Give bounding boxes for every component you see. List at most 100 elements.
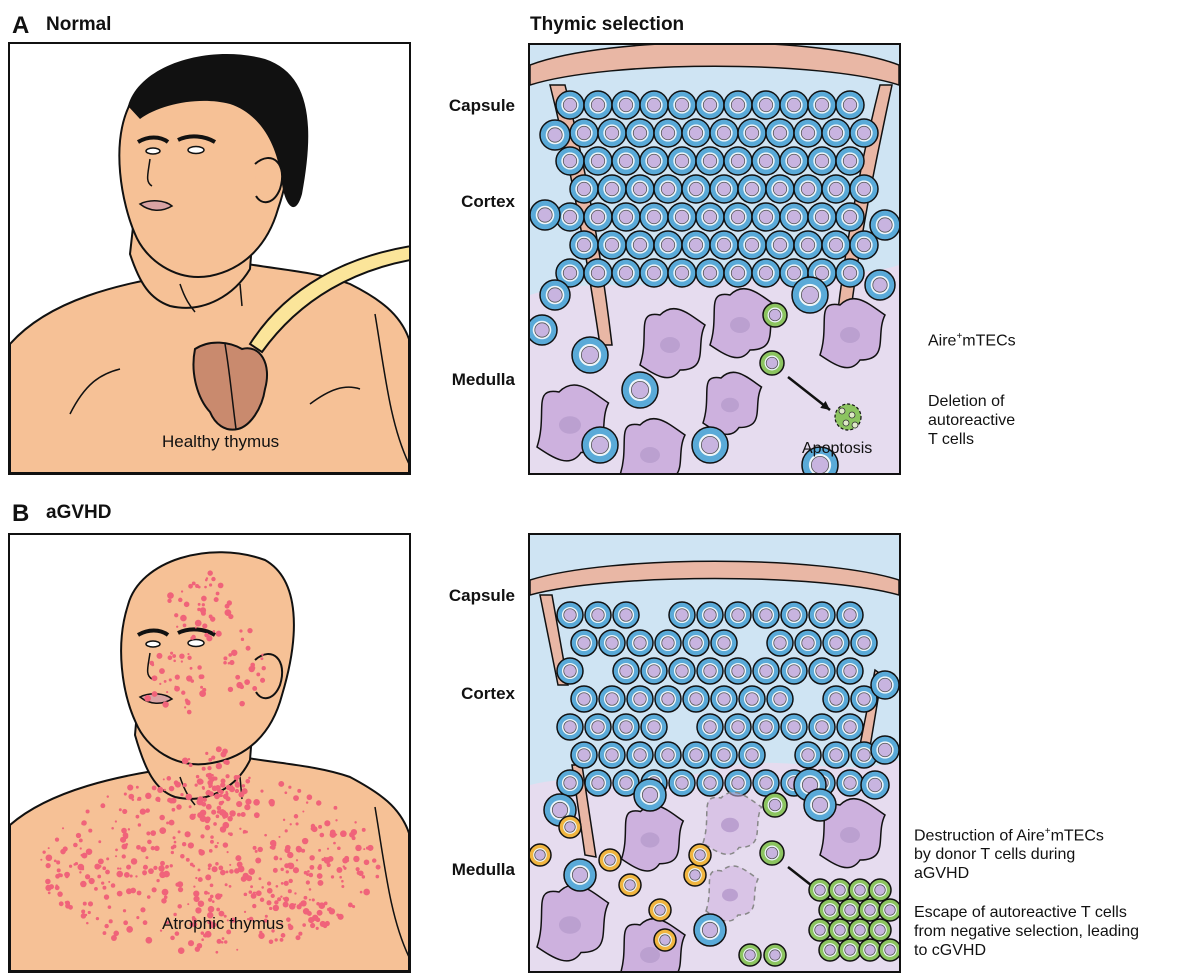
rash-spot [190, 667, 193, 670]
t-cell [836, 203, 864, 231]
rash-spot [219, 801, 223, 805]
rash-spot [146, 831, 150, 835]
rash-spot [100, 803, 105, 808]
rash-spot [280, 868, 283, 871]
t-cell [697, 658, 723, 684]
rash-spot [280, 896, 282, 898]
rash-spot [279, 858, 282, 861]
t-cell [612, 259, 640, 287]
t-cell [571, 742, 597, 768]
deletion-line-1: Deletion of [928, 392, 1015, 411]
rash-spot [306, 873, 309, 876]
t-cell [530, 315, 557, 345]
rash-spot [145, 937, 152, 944]
rash-spot [148, 868, 154, 874]
t-cell [570, 231, 598, 259]
rash-spot [227, 610, 231, 614]
rash-spot [128, 828, 130, 830]
rash-spot [143, 920, 148, 925]
rash-spot [216, 631, 222, 637]
t-cell [626, 231, 654, 259]
rash-spot [206, 577, 208, 579]
rash-spot [354, 821, 356, 823]
t-cell [752, 259, 780, 287]
rash-spot [187, 903, 189, 905]
rash-spot [355, 845, 361, 851]
rash-spot [135, 875, 137, 877]
t-cell [599, 686, 625, 712]
rash-spot [171, 851, 174, 854]
rash-spot [302, 923, 306, 927]
rash-spot [123, 909, 126, 912]
aire-text: Aire [928, 332, 956, 349]
rash-spot [115, 820, 117, 822]
rash-spot [298, 932, 302, 936]
rash-spot [113, 931, 119, 937]
rash-spot [204, 891, 208, 895]
t-cell [710, 119, 738, 147]
t-cell [626, 119, 654, 147]
autoreactive-t-cell [819, 899, 841, 921]
rash-spot [255, 850, 258, 853]
rash-spot [304, 896, 308, 900]
t-cell [584, 259, 612, 287]
rash-spot [231, 650, 237, 656]
rash-spot [274, 856, 279, 861]
rash-spot [241, 812, 246, 817]
rash-spot [152, 887, 157, 892]
rash-spot [182, 842, 186, 846]
rash-spot [170, 936, 175, 941]
rash-spot [214, 597, 219, 602]
rash-spot [192, 865, 195, 868]
rash-spot [324, 820, 330, 826]
panel-a-letter: A [12, 12, 29, 40]
rash-spot [156, 653, 162, 659]
rash-spot [227, 816, 232, 821]
t-cell [808, 203, 836, 231]
t-cell [739, 686, 765, 712]
rash-spot [253, 799, 260, 806]
t-cell [697, 770, 723, 796]
rash-spot [294, 814, 298, 818]
rash-spot [147, 895, 151, 899]
autoreactive-t-cell [869, 919, 891, 941]
t-cell [752, 203, 780, 231]
rash-spot [245, 799, 251, 805]
t-cell [766, 231, 794, 259]
rash-spot [229, 660, 234, 665]
rash-spot [221, 779, 226, 784]
rash-spot [256, 890, 262, 896]
rash-spot [227, 851, 229, 853]
rash-spot [215, 951, 218, 954]
rash-spot [102, 866, 106, 870]
rash-spot [176, 626, 178, 628]
rash-spot [237, 813, 241, 817]
rash-spot [353, 856, 359, 862]
rash-spot [56, 860, 60, 864]
rash-spot [198, 900, 204, 906]
t-cell [752, 91, 780, 119]
rash-spot [213, 630, 216, 633]
rash-spot [164, 680, 167, 683]
rash-spot [160, 861, 165, 866]
rash-spot [107, 795, 109, 797]
rash-spot [98, 840, 101, 843]
t-cell [871, 736, 899, 764]
rash-spot [98, 858, 104, 864]
rash-spot [208, 867, 211, 870]
rash-spot [307, 870, 310, 873]
t-cell [823, 742, 849, 768]
rash-spot [189, 814, 195, 820]
rash-spot [229, 832, 233, 836]
rash-spot [151, 846, 155, 850]
t-cell [655, 630, 681, 656]
t-cell [725, 602, 751, 628]
rash-spot [288, 786, 291, 789]
rash-spot [204, 633, 209, 638]
rash-spot [126, 888, 132, 894]
destruction-note: Destruction of Aire+mTECs by donor T cel… [914, 822, 1104, 883]
t-cell [836, 259, 864, 287]
rash-spot [159, 683, 161, 685]
rash-spot [191, 635, 195, 639]
rash-spot [104, 924, 108, 928]
